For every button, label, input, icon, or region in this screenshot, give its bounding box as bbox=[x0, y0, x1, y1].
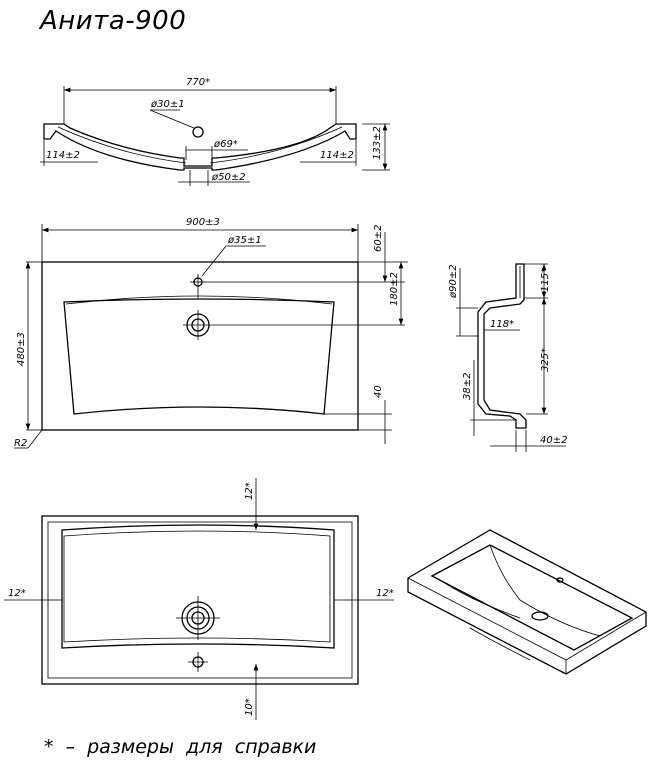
dim-top-front-rim: 40 bbox=[373, 385, 384, 398]
footnote: * – размеры для справки bbox=[44, 736, 317, 758]
bottom-view: 12* 12* 12* 10* bbox=[4, 478, 394, 720]
dim-top-corner-radius: R2 bbox=[14, 438, 27, 449]
dim-side-rim-width: 40±2 bbox=[540, 435, 567, 446]
dim-front-side-right: 114±2 bbox=[320, 150, 354, 161]
dim-front-width: 770* bbox=[186, 77, 210, 88]
side-view: ø90±2 115* 118* 325* 38±2 40±2 bbox=[448, 263, 567, 452]
dim-side-drain-depth: 118* bbox=[490, 319, 514, 330]
dim-front-side-left: 114±2 bbox=[46, 150, 80, 161]
dim-top-width: 900±3 bbox=[186, 217, 220, 228]
dim-side-bottom-height: 38±2 bbox=[462, 373, 473, 400]
top-view: 900±3 ø35±1 60±2 180±2 480±3 40 R2 bbox=[14, 217, 408, 449]
dim-top-depth: 480±3 bbox=[16, 332, 27, 366]
dim-front-drain-bottom: ø50±2 bbox=[211, 172, 246, 183]
dim-top-drain-offset: 180±2 bbox=[389, 272, 400, 306]
dim-side-bowl-height: 325* bbox=[540, 348, 551, 372]
isometric-view bbox=[407, 529, 647, 675]
dim-front-height: 133±2 bbox=[372, 126, 383, 160]
dim-bottom-top-margin: 12* bbox=[244, 482, 255, 500]
front-view: 770* ø30±1 ø69* ø50±2 114±2 114±2 133±2 bbox=[40, 77, 390, 186]
dim-front-drain-top: ø69* bbox=[213, 139, 238, 150]
dim-bottom-left-margin: 12* bbox=[8, 588, 26, 599]
dim-top-faucet-hole: ø35±1 bbox=[227, 235, 262, 246]
dim-bottom-right-margin: 12* bbox=[376, 588, 394, 599]
dim-side-top-height: 115* bbox=[540, 268, 551, 292]
dim-bottom-bottom-margin: 10* bbox=[244, 698, 255, 716]
dim-side-drain-dia: ø90±2 bbox=[448, 264, 459, 299]
dim-front-faucet-hole: ø30±1 bbox=[150, 99, 185, 110]
drawing-title: Анита-900 bbox=[40, 6, 187, 36]
dim-top-back-offset: 60±2 bbox=[373, 225, 384, 252]
